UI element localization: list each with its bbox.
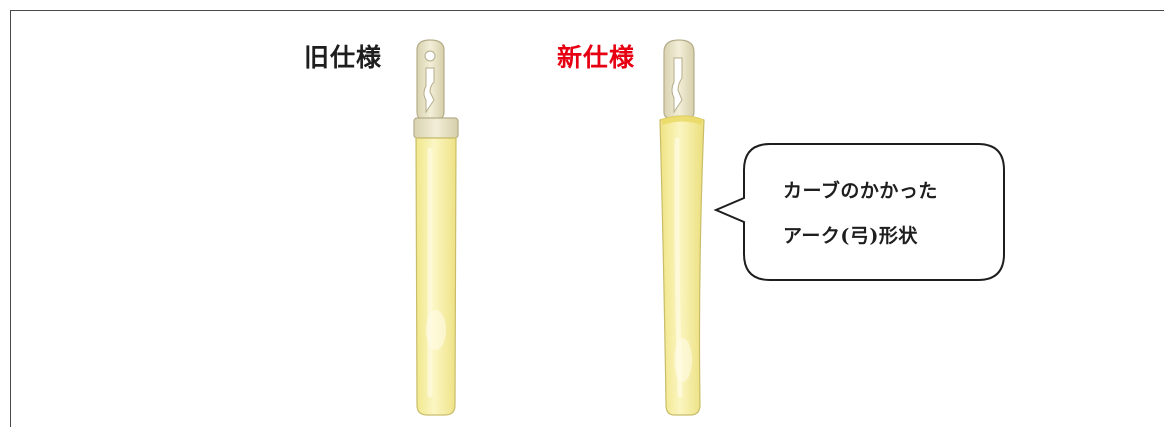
callout-bubble xyxy=(713,143,1005,281)
new-spec-label: 新仕様 xyxy=(557,43,636,72)
old-spec-label: 旧仕様 xyxy=(304,43,383,72)
figure-frame xyxy=(10,10,1164,427)
callout-text-line2: アーク(弓)形状 xyxy=(783,225,918,247)
callout-text-line1: カーブのかかった xyxy=(783,180,938,202)
old-glow-stick-icon xyxy=(413,39,459,416)
new-arc-glow-stick-icon xyxy=(659,39,705,416)
